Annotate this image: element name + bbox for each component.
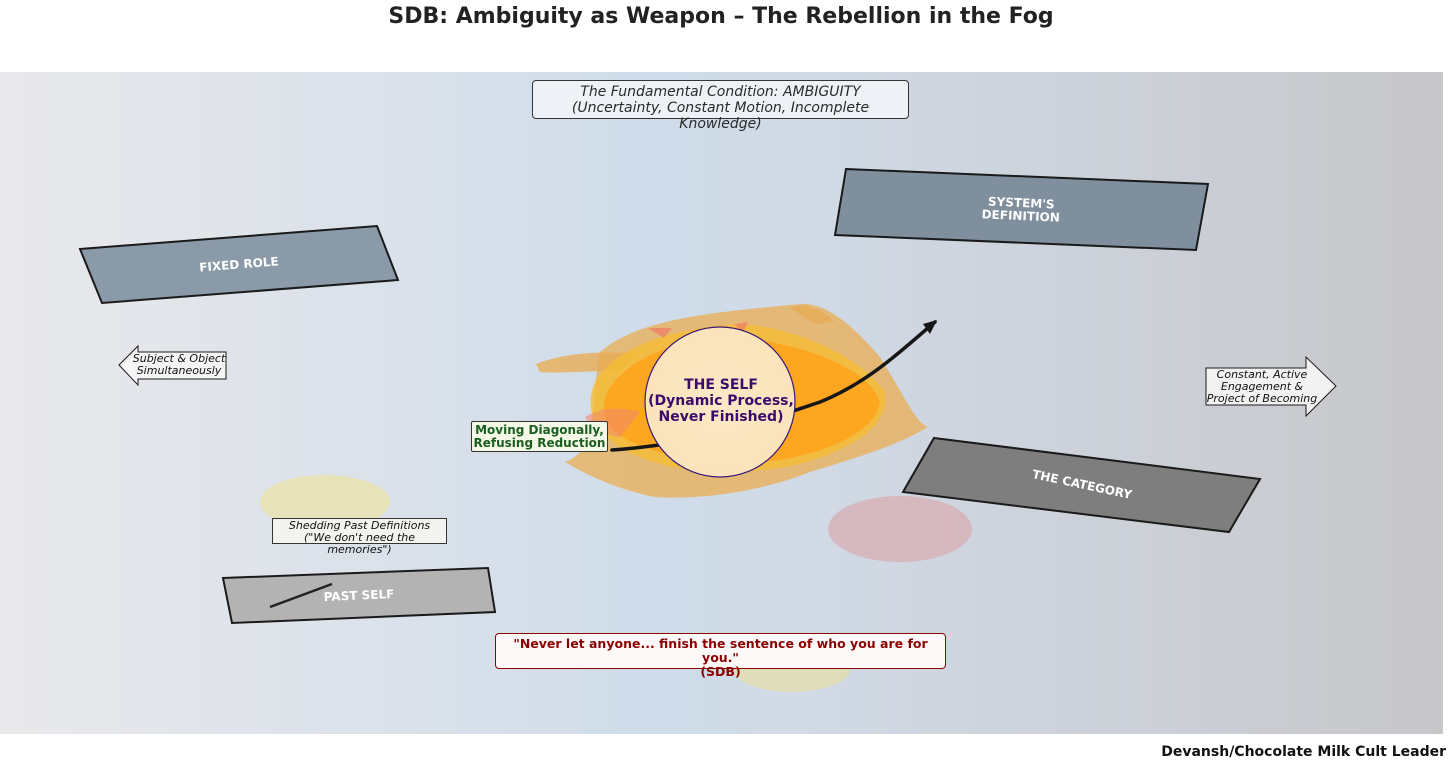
left-arrow-shape bbox=[118, 344, 227, 387]
fog-canvas: The Fundamental Condition: AMBIGUITY (Un… bbox=[0, 72, 1443, 734]
ambiguity-line-1: The Fundamental Condition: AMBIGUITY bbox=[580, 84, 861, 100]
right-arrow-shape bbox=[1205, 355, 1337, 418]
left-arrow-label: Subject & Object Simultaneously bbox=[133, 353, 226, 377]
right-arrow-line-3: Project of Becoming bbox=[1206, 392, 1318, 405]
shedding-line-2: ("We don't need the memories") bbox=[303, 531, 416, 556]
self-line-1: THE SELF bbox=[684, 377, 758, 393]
ambiguity-condition-box: The Fundamental Condition: AMBIGUITY (Un… bbox=[532, 80, 909, 132]
shedding-definitions-box: Shedding Past Definitions ("We don't nee… bbox=[272, 518, 447, 556]
self-label: THE SELF (Dynamic Process, Never Finishe… bbox=[646, 377, 796, 425]
shedding-line-1: Shedding Past Definitions bbox=[288, 519, 431, 532]
sdb-quote-box: "Never let anyone... finish the sentence… bbox=[495, 633, 946, 679]
diagonal-arrow-head bbox=[923, 320, 937, 334]
moving-diagonally-box: Moving Diagonally, Refusing Reduction bbox=[471, 421, 608, 452]
yellow-blob-left bbox=[260, 475, 390, 529]
page-title: SDB: Ambiguity as Weapon – The Rebellion… bbox=[388, 4, 1054, 29]
red-blob bbox=[828, 496, 972, 562]
right-arrow-line-1: Constant, Active bbox=[1216, 368, 1308, 381]
past-self-slash bbox=[269, 582, 333, 609]
left-arrow-line-2: Simultaneously bbox=[136, 364, 222, 377]
right-arrow-label: Constant, Active Engagement & Project of… bbox=[1207, 369, 1317, 405]
self-circle bbox=[644, 326, 796, 478]
moving-line-2: Refusing Reduction bbox=[473, 436, 606, 450]
fixed-role-shape[interactable] bbox=[78, 224, 400, 305]
systems-definition-label: SYSTEM'S DEFINITION bbox=[981, 195, 1060, 225]
past-self-shape[interactable] bbox=[221, 566, 497, 625]
left-arrow-line-1: Subject & Object bbox=[132, 352, 226, 365]
quote-line-2: (SDB) bbox=[700, 664, 741, 679]
self-line-3: Never Finished) bbox=[658, 409, 784, 425]
the-category-shape[interactable] bbox=[901, 436, 1262, 534]
diagram-graphics bbox=[0, 72, 1443, 734]
self-line-2: (Dynamic Process, bbox=[648, 393, 794, 409]
moving-line-1: Moving Diagonally, bbox=[475, 423, 604, 437]
ambiguity-line-2: (Uncertainty, Constant Motion, Incomplet… bbox=[571, 100, 870, 132]
author-credit: Devansh/Chocolate Milk Cult Leader bbox=[1161, 744, 1446, 760]
systems-definition-shape[interactable] bbox=[833, 167, 1210, 252]
quote-line-1: "Never let anyone... finish the sentence… bbox=[513, 636, 928, 665]
right-arrow-line-2: Engagement & bbox=[1220, 380, 1304, 393]
